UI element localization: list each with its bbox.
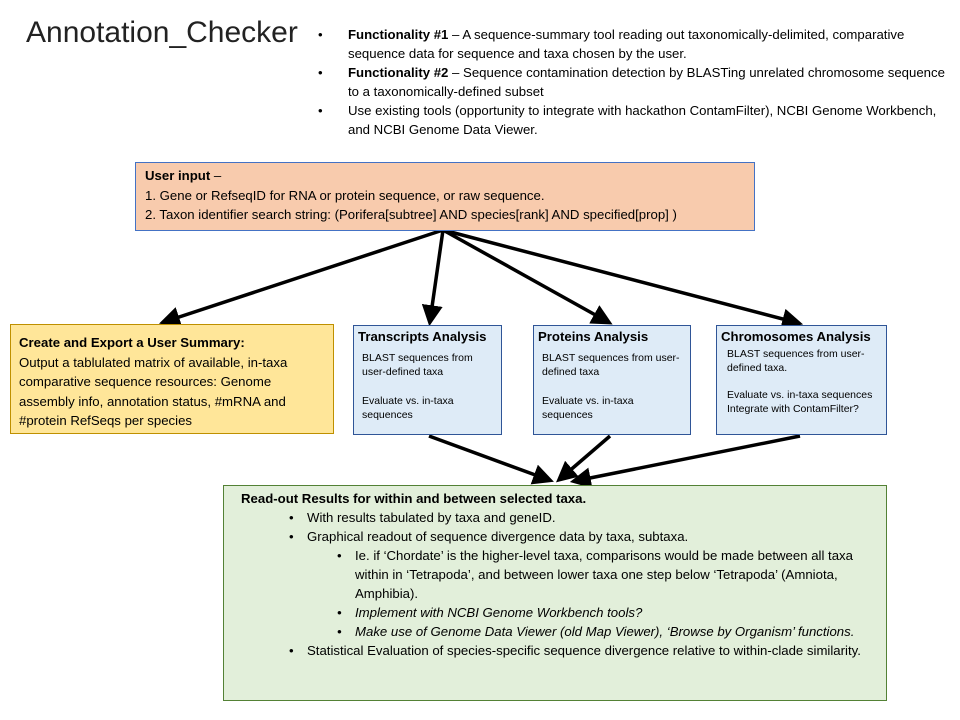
chromosomes-line-1: BLAST sequences from user-defined taxa. — [727, 347, 865, 375]
arrow-to-transcripts — [421, 229, 445, 327]
transcripts-line-2: Evaluate vs. in-taxa sequences — [362, 394, 454, 422]
functionality-item: Use existing tools (opportunity to integ… — [318, 101, 948, 139]
functionality-label: Functionality #1 — [348, 27, 449, 42]
user-summary-box: Create and Export a User Summary: Output… — [10, 324, 334, 434]
functionality-text: – A sequence-summary tool reading out ta… — [348, 27, 905, 61]
functionality-item: Functionality #2 – Sequence contaminatio… — [318, 63, 948, 101]
user-summary-body: Output a tablulated matrix of available,… — [19, 354, 288, 429]
user-input-box: User input – 1. Gene or RefseqID for RNA… — [135, 162, 755, 231]
user-input-line-1: 1. Gene or RefseqID for RNA or protein s… — [145, 187, 545, 203]
user-input-heading-line: User input – — [145, 166, 745, 186]
proteins-line-2: Evaluate vs. in-taxa sequences — [542, 394, 634, 422]
proteins-heading: Proteins Analysis — [538, 329, 649, 344]
results-sub-bullet: Implement with NCBI Genome Workbench too… — [241, 603, 876, 622]
user-summary-heading: Create and Export a User Summary: — [19, 335, 245, 350]
arrow-to-summary — [159, 228, 444, 328]
user-input-line-2: 2. Taxon identifier search string: (Pori… — [145, 207, 677, 222]
functionality-list: Functionality #1 – A sequence-summary to… — [318, 25, 948, 139]
chromosomes-line-2: Evaluate vs. in-taxa sequences — [727, 388, 873, 401]
chromosomes-line-3: Integrate with ContamFilter? — [727, 403, 859, 415]
arrow-to-proteins — [442, 228, 613, 325]
transcripts-heading: Transcripts Analysis — [358, 329, 487, 344]
results-sub-bullet: Make use of Genome Data Viewer (old Map … — [241, 622, 876, 641]
results-box: Read-out Results for within and between … — [223, 485, 887, 701]
page-title: Annotation_Checker — [26, 16, 298, 49]
proteins-line-1: BLAST sequences from user-defined taxa — [542, 351, 680, 379]
functionality-text: Use existing tools (opportunity to integ… — [348, 103, 937, 137]
arrow-to-chromosomes — [442, 228, 804, 330]
functionality-item: Functionality #1 – A sequence-summary to… — [318, 25, 948, 63]
chromosomes-heading: Chromosomes Analysis — [721, 329, 871, 344]
arrow-transcripts-to-results — [428, 434, 554, 485]
transcripts-line-1: BLAST sequences from user-defined taxa — [362, 351, 473, 379]
arrow-proteins-to-results — [556, 434, 612, 483]
proteins-analysis-box: Proteins Analysis BLAST sequences from u… — [533, 325, 691, 435]
transcripts-analysis-box: Transcripts Analysis BLAST sequences fro… — [353, 325, 502, 435]
results-sub-bullet: Ie. if ‘Chordate’ is the higher-level ta… — [241, 546, 876, 603]
functionality-text: – Sequence contamination detection by BL… — [348, 65, 945, 99]
functionality-label: Functionality #2 — [348, 65, 449, 80]
arrow-chromosomes-to-results — [569, 434, 801, 489]
results-bullet: With results tabulated by taxa and geneI… — [241, 508, 876, 527]
results-heading: Read-out Results for within and between … — [241, 491, 587, 506]
user-input-heading: User input — [145, 168, 211, 183]
results-bullet: Graphical readout of sequence divergence… — [241, 527, 876, 546]
results-bullet: Statistical Evaluation of species-specif… — [241, 641, 876, 660]
chromosomes-analysis-box: Chromosomes Analysis BLAST sequences fro… — [716, 325, 887, 435]
user-input-heading-suffix: – — [210, 168, 222, 183]
